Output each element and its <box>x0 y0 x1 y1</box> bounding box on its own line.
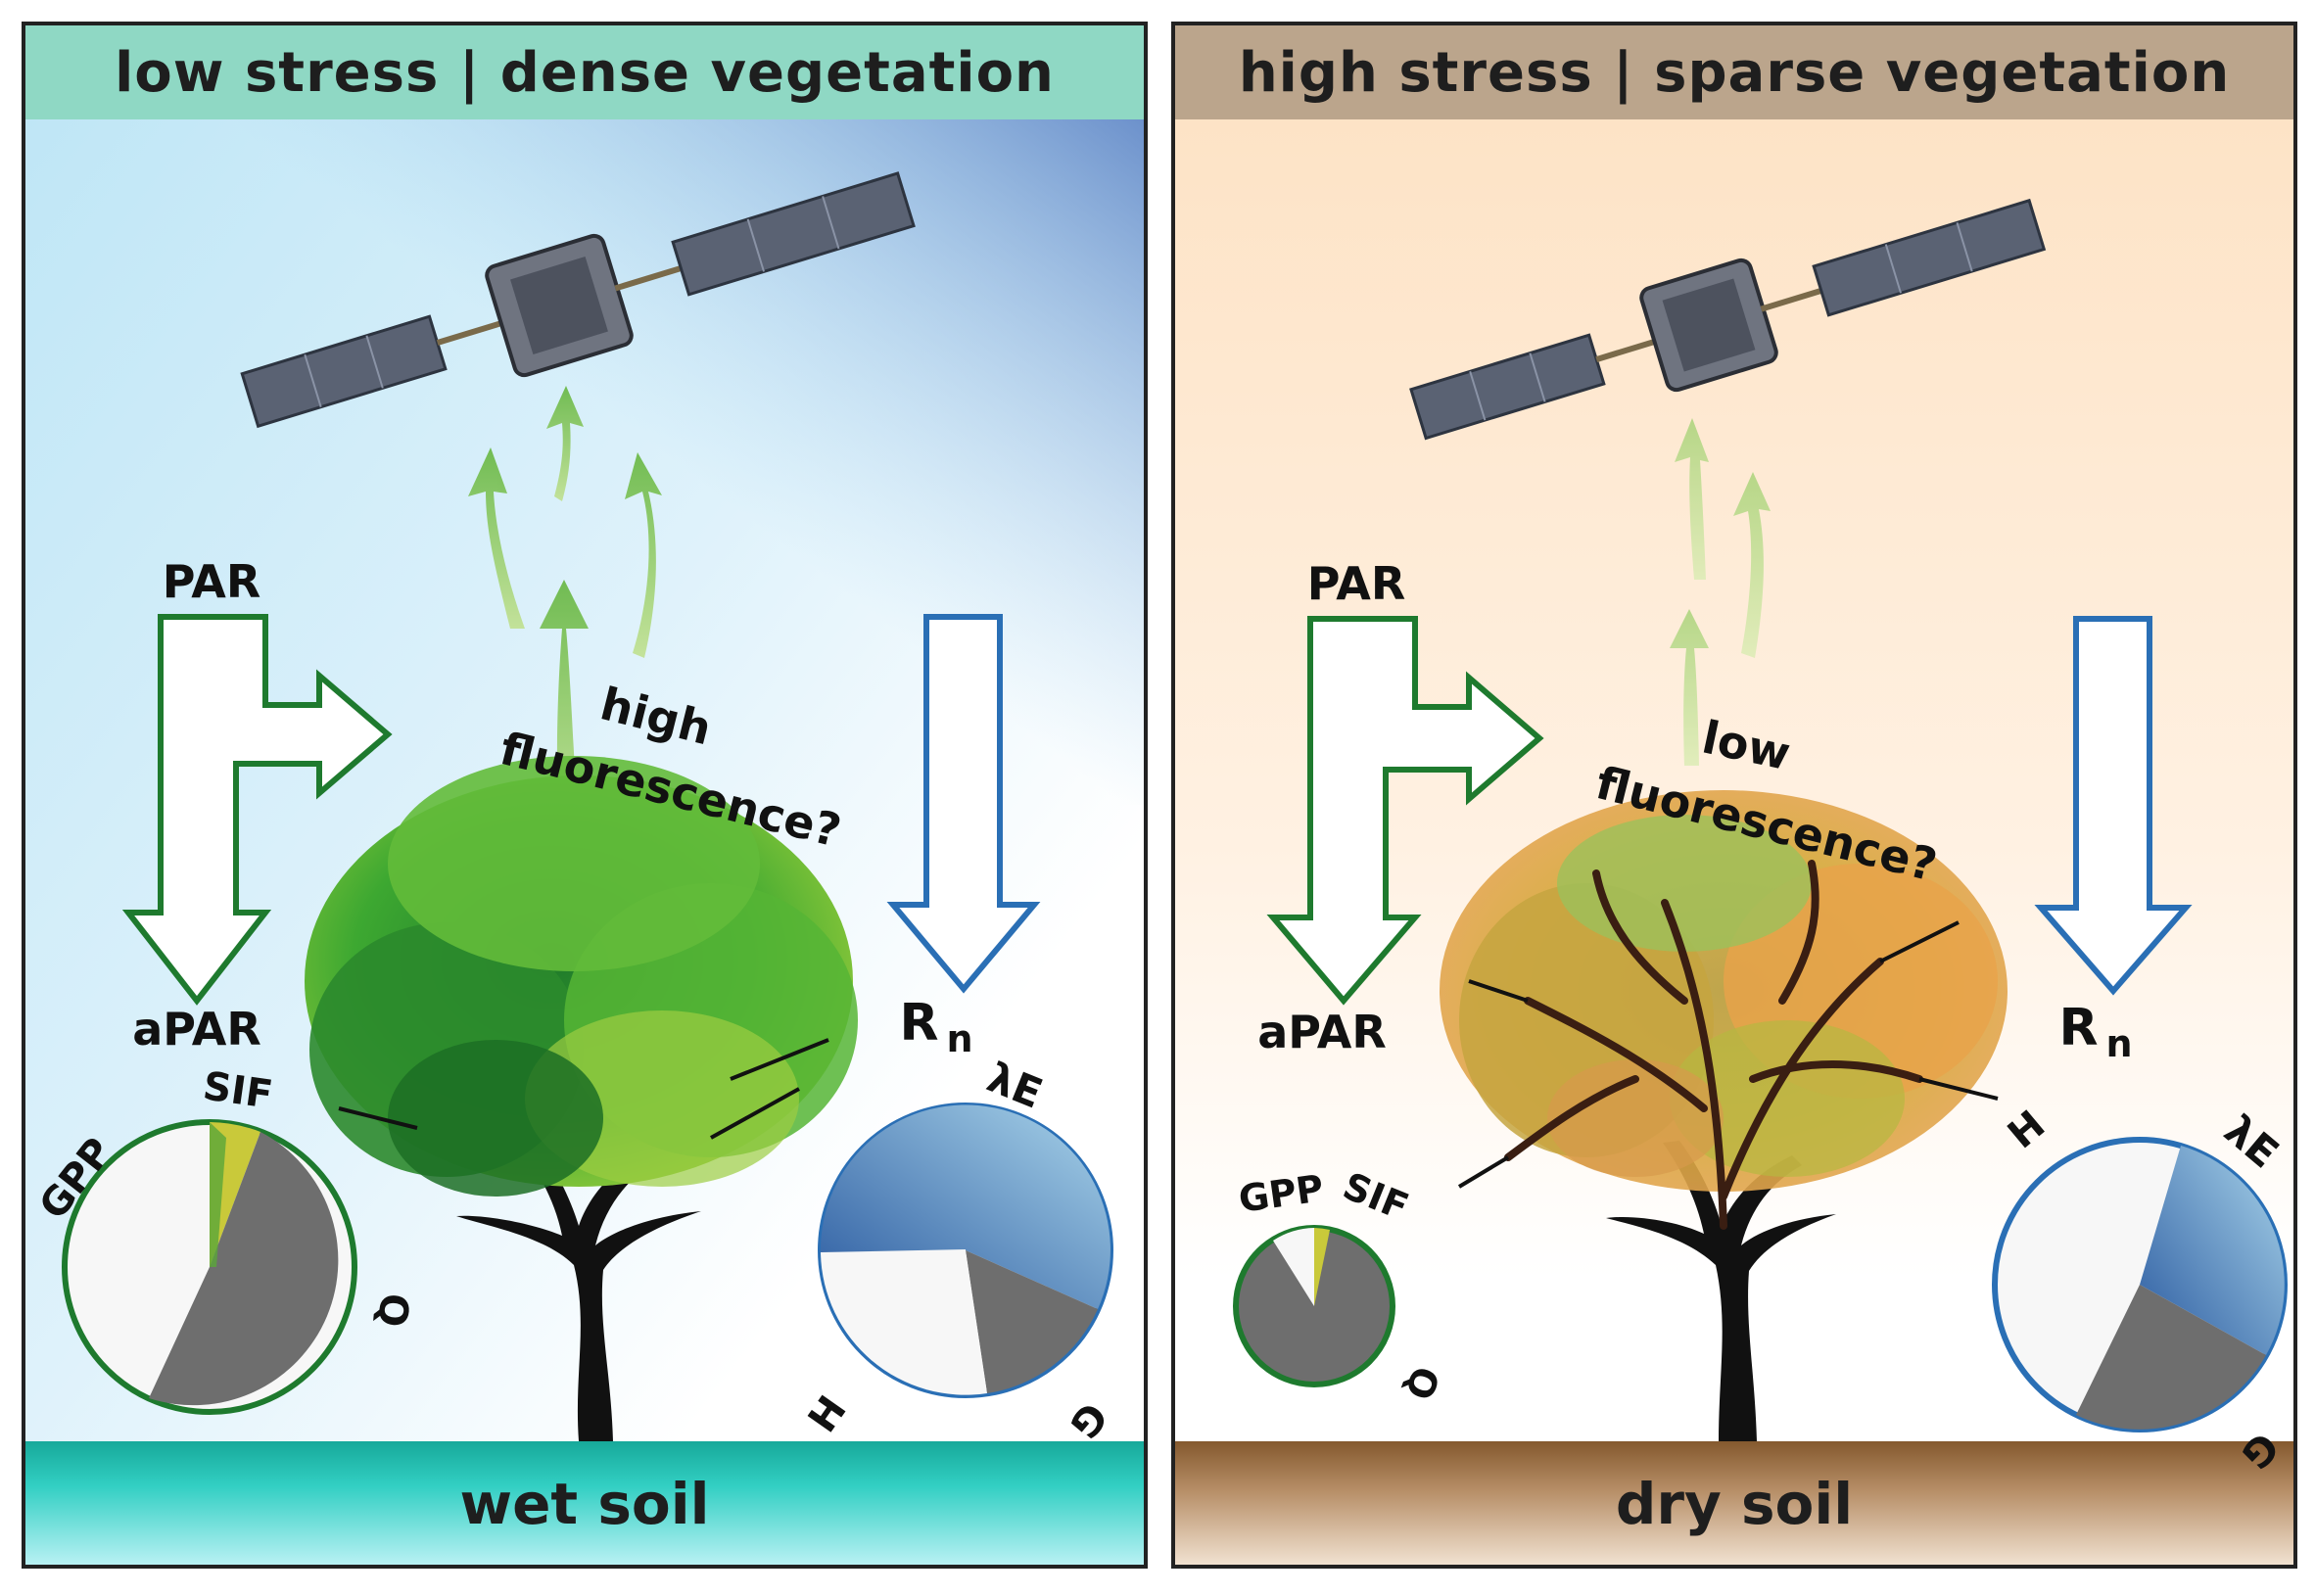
soil-label: dry soil <box>1615 1471 1854 1537</box>
satellite-icon <box>240 171 916 429</box>
panel-header: high stress | sparse vegetation <box>1175 25 2293 123</box>
satellite-icon <box>1409 198 2047 441</box>
energy-pie <box>1992 1137 2288 1432</box>
rn-arrow <box>2034 616 2193 996</box>
panel-header: low stress | dense vegetation <box>25 25 1144 123</box>
q-slice <box>149 1132 339 1406</box>
panel-high-stress: high stress | sparse vegetation <box>1171 22 2297 1569</box>
rn-arrow <box>886 614 1041 994</box>
carbon-pie <box>62 1119 357 1415</box>
fluorescence-arrow-icon <box>468 386 662 844</box>
wet-soil-band <box>25 1441 1144 1565</box>
low-stress-scene: PAR aPAR Rn high fluorescence? GPP SIF Q… <box>25 119 1144 1565</box>
par-arrow <box>121 614 393 1006</box>
sif-label: SIF <box>200 1063 275 1117</box>
tree-icon <box>1440 790 2008 1441</box>
apar-label: aPAR <box>132 1003 261 1056</box>
apar-label: aPAR <box>1257 1006 1387 1058</box>
par-label: PAR <box>163 555 261 608</box>
carbon-pie <box>1233 1225 1395 1387</box>
panel-low-stress: low stress | dense vegetation <box>22 22 1148 1569</box>
energy-pie <box>818 1103 1113 1398</box>
q-label: Q <box>369 1291 417 1329</box>
par-arrow <box>1266 616 1544 1006</box>
tree-icon <box>305 756 858 1441</box>
soil-label: wet soil <box>459 1471 710 1537</box>
fluorescence-arrow-icon <box>1670 418 1771 766</box>
dry-soil-band <box>1175 1441 2293 1565</box>
par-label: PAR <box>1307 557 1406 610</box>
